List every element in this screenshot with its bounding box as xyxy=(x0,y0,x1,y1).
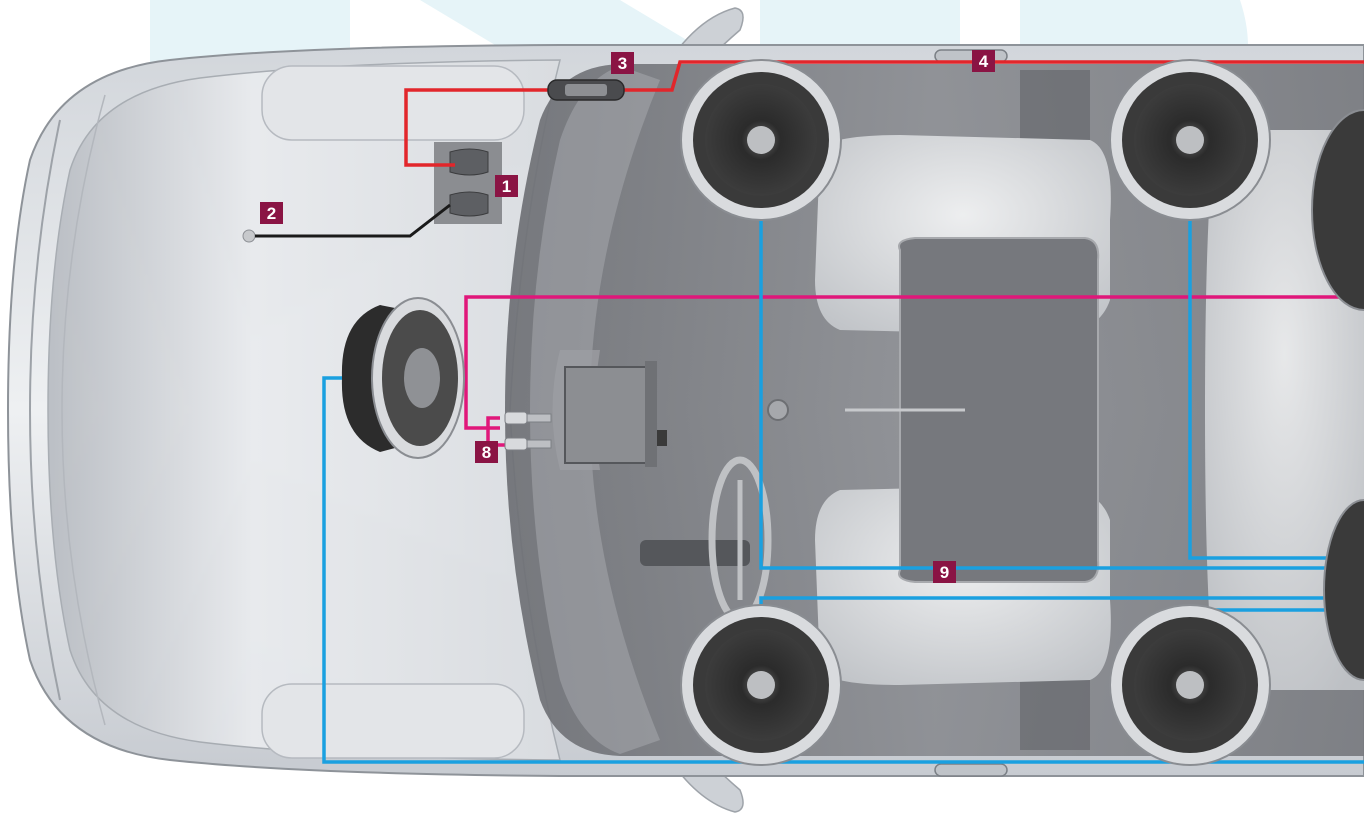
ground-point-icon xyxy=(242,229,256,243)
hood-crease xyxy=(61,94,106,726)
power-wire xyxy=(404,88,550,167)
label-8: 8 xyxy=(482,443,491,462)
door-handle-top xyxy=(934,49,1008,63)
b-pillar-bottom xyxy=(1020,670,1090,750)
speaker-icon xyxy=(1109,604,1271,766)
speaker-icon xyxy=(1109,59,1271,221)
rca-plug-icon xyxy=(504,411,552,451)
speaker-icon xyxy=(341,297,465,459)
label-badge-9: 9 xyxy=(933,561,956,583)
center-tunnel xyxy=(898,237,1100,583)
battery-terminal-icon xyxy=(434,142,502,224)
label-4: 4 xyxy=(979,52,989,71)
label-3: 3 xyxy=(618,54,627,73)
speaker-icon xyxy=(1311,109,1364,681)
speaker-icon xyxy=(680,604,842,766)
gear-knob xyxy=(767,399,789,421)
rca-cable xyxy=(464,295,1364,430)
door-handle-bottom xyxy=(934,763,1008,777)
label-9: 9 xyxy=(940,563,949,582)
bumper-line xyxy=(28,119,61,701)
amplifier-icon xyxy=(564,361,667,467)
wheel-front-bottom xyxy=(261,683,525,759)
fuse-holder-icon xyxy=(547,79,625,101)
label-2: 2 xyxy=(267,204,276,223)
label-badge-8: 8 xyxy=(475,441,498,463)
label-badge-4: 4 xyxy=(972,50,995,72)
label-badge-3: 3 xyxy=(611,52,634,74)
wheel-front-top xyxy=(261,65,525,141)
windshield xyxy=(530,66,660,754)
ground-wire xyxy=(255,203,451,238)
b-pillar-top xyxy=(1020,70,1090,150)
label-badge-1: 1 xyxy=(495,175,518,197)
label-1: 1 xyxy=(502,177,511,196)
center-console xyxy=(640,540,750,566)
power-wire-main xyxy=(622,60,1364,92)
label-badge-2: 2 xyxy=(260,202,283,224)
speaker-icon xyxy=(680,59,842,221)
